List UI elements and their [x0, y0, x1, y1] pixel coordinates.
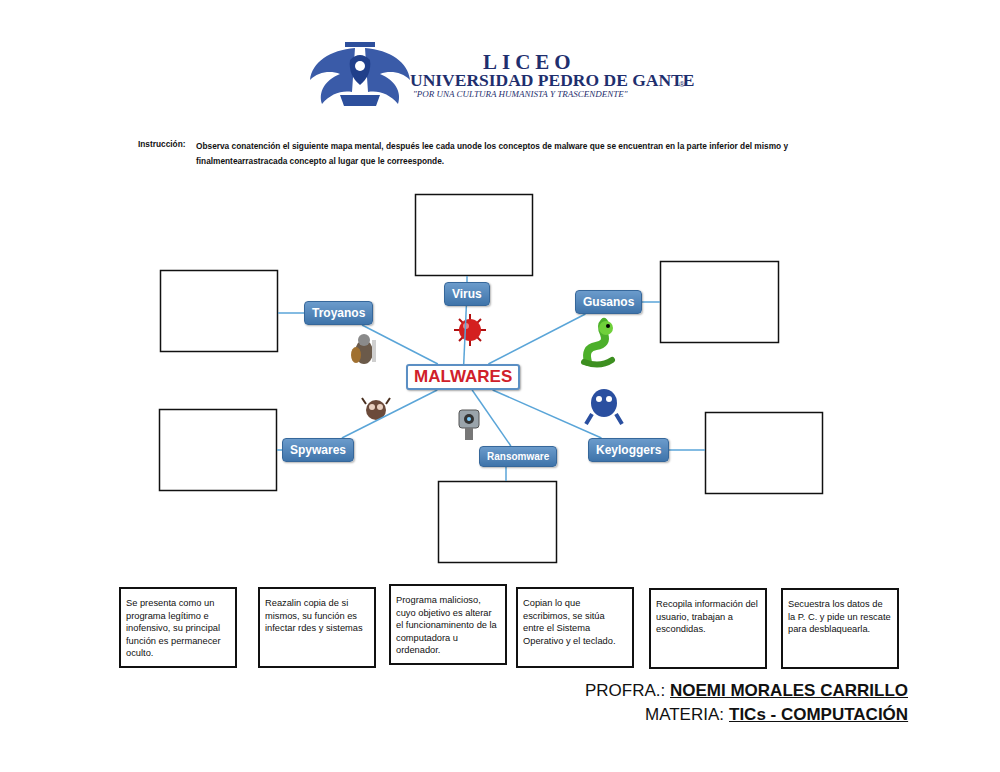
footer-label: PROFRA.: — [585, 681, 665, 701]
node-text: Spywares — [290, 443, 346, 457]
node-text: Troyanos — [312, 306, 365, 320]
central-topic: MALWARES — [406, 364, 520, 390]
subject-name: TICs - COMPUTACIÓN — [729, 705, 908, 725]
category-box: Virus — [444, 282, 490, 306]
node-text: Gusanos — [583, 295, 634, 309]
worm-icon — [584, 321, 613, 365]
mindmap-branch — [362, 325, 438, 364]
node-text: Recopila información del usuario, trabaj… — [656, 598, 760, 636]
instruction-label: Instrucción: — [138, 139, 185, 149]
node-text: Se presenta como un programa legítimo e … — [126, 597, 230, 660]
registered-mark: ® — [679, 80, 685, 89]
definition-card: Se presenta como un programa legítimo e … — [119, 587, 237, 668]
virus-icon — [454, 314, 486, 346]
node-text: MALWARES — [414, 367, 512, 387]
node-text: Reazalin copia de si mismos, su función … — [265, 597, 369, 635]
motto: "POR UNA CULTURA HUMANISTA Y TRASCENDENT… — [413, 89, 627, 99]
node-text: Ransomware — [487, 451, 549, 462]
node-text: Virus — [452, 287, 482, 301]
mindmap-branch — [464, 306, 467, 364]
ransomware-icon — [459, 410, 479, 440]
node-text: Programa malicioso, cuyo objetivo es alt… — [396, 594, 500, 657]
mindmap-branch — [488, 314, 585, 364]
node-text: Secuestra los datos de la P. C. y pide u… — [788, 598, 892, 636]
node-text: Copian lo que escribimos, se sitúa entre… — [523, 597, 627, 647]
footer-label: MATERIA: — [645, 705, 724, 725]
instruction-text: Observa conatención el siguiente mapa me… — [196, 139, 846, 169]
leader-line — [277, 276, 705, 481]
category-box: Keyloggers — [588, 438, 669, 462]
node-text: Keyloggers — [596, 443, 661, 457]
mindmap-branch — [342, 390, 437, 438]
definition-card: Secuestra los datos de la P. C. y pide u… — [781, 588, 899, 669]
category-box: Gusanos — [575, 290, 642, 314]
definition-card: Recopila información del usuario, trabaj… — [649, 588, 767, 669]
school-name: UNIVERSIDAD PEDRO DE GANTE — [410, 70, 694, 91]
answer-box — [160, 195, 823, 563]
category-box: Ransomware — [479, 446, 557, 467]
definition-card: Copian lo que escribimos, se sitúa entre… — [516, 587, 634, 668]
mindmap-branch — [472, 390, 511, 446]
teacher-name: NOEMI MORALES CARRILLO — [670, 681, 908, 701]
keylogger-icon — [586, 389, 622, 424]
definition-card: Programa malicioso, cuyo objetivo es alt… — [389, 584, 507, 665]
mindmap-branch — [493, 390, 602, 438]
trojan-icon — [351, 334, 376, 364]
category-box: Troyanos — [304, 301, 373, 325]
definition-card: Reazalin copia de si mismos, su función … — [258, 587, 376, 668]
category-box: Spywares — [282, 438, 354, 462]
school-logo — [310, 42, 410, 106]
